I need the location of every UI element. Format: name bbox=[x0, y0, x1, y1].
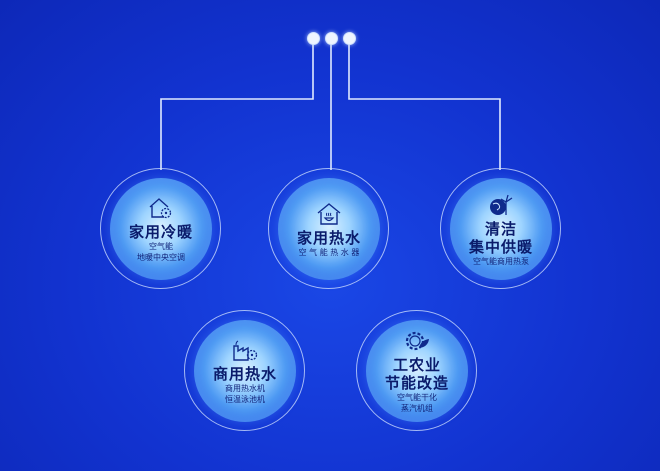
node-title: 节能改造 bbox=[384, 374, 449, 392]
house-fan-icon bbox=[149, 198, 172, 219]
node-clean-central-heating: 清洁 集中供暖 空气能商用热泵 bbox=[440, 168, 562, 290]
node-title: 商用热水 bbox=[212, 365, 277, 383]
node-title: 清洁 bbox=[484, 219, 517, 238]
node-disc bbox=[450, 178, 552, 280]
node-subtitle: 地暖中央空调 bbox=[137, 253, 185, 262]
node-subtitle: 空气能干化 bbox=[397, 393, 437, 402]
connector-to-home-heating bbox=[160, 42, 314, 170]
node-ring bbox=[356, 310, 477, 431]
connector-dot-center bbox=[325, 32, 338, 45]
node-title: 集中供暖 bbox=[468, 237, 533, 256]
node-title: 工农业 bbox=[392, 356, 441, 374]
node-industrial-agricultural: 工农业 节能改造 空气能干化 蒸汽机组 bbox=[356, 310, 478, 432]
node-ring bbox=[184, 310, 305, 431]
node-disc bbox=[278, 178, 380, 280]
node-home-hot-water: 家用热水 空 气 能 热 水 器 bbox=[268, 168, 390, 290]
node-ring bbox=[100, 168, 221, 289]
node-subtitle: 恒温泳池机 bbox=[225, 395, 265, 404]
node-title: 家用热水 bbox=[296, 228, 361, 247]
connector-to-clean-heating bbox=[348, 42, 501, 170]
factory-fan-icon bbox=[233, 340, 258, 361]
globe-turbine-icon bbox=[490, 194, 513, 215]
node-subtitle: 蒸汽机组 bbox=[401, 404, 433, 413]
node-ring bbox=[440, 168, 561, 289]
node-home-heating: 家用冷暖 空气能 地暖中央空调 bbox=[100, 168, 222, 290]
node-subtitle: 空气能商用热泵 bbox=[473, 256, 529, 266]
node-disc bbox=[110, 178, 212, 280]
node-disc bbox=[194, 320, 296, 422]
node-ring bbox=[268, 168, 389, 289]
node-subtitle: 空 气 能 热 水 器 bbox=[298, 247, 360, 257]
node-subtitle: 空气能 bbox=[149, 242, 173, 251]
node-title: 家用冷暖 bbox=[128, 223, 193, 241]
node-subtitle: 商用热水机 bbox=[225, 384, 265, 393]
connector-dot-right bbox=[343, 32, 356, 45]
node-commercial-hot-water: 商用热水 商用热水机 恒温泳池机 bbox=[184, 310, 306, 432]
gear-leaf-icon bbox=[405, 331, 429, 351]
house-steam-bowl-icon bbox=[317, 202, 341, 225]
connector-dot-left bbox=[307, 32, 320, 45]
